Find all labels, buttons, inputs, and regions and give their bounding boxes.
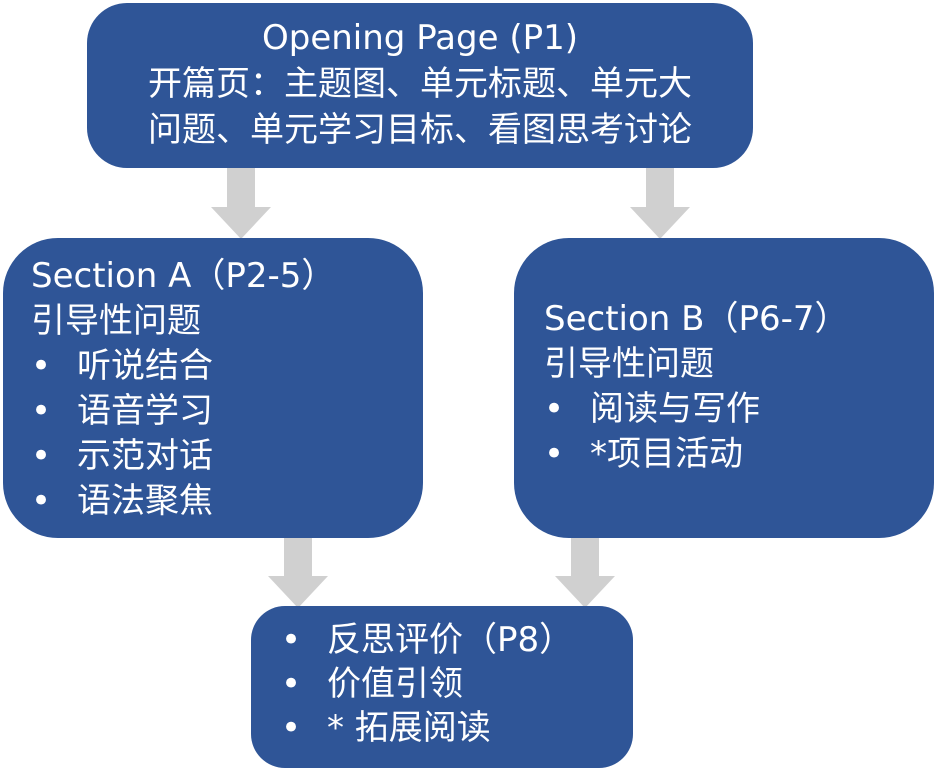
bullet-icon: • bbox=[31, 391, 52, 431]
list-item-label: 阅读与写作 bbox=[590, 389, 760, 429]
list-item: • 阅读与写作 bbox=[544, 387, 934, 432]
list-item-label: 价值引领 bbox=[327, 664, 463, 704]
summary-box: • 反思评价（P8） • 价值引领 • * 拓展阅读 bbox=[251, 606, 633, 768]
list-item: • * 拓展阅读 bbox=[281, 706, 633, 750]
list-item-label: 语音学习 bbox=[77, 391, 213, 431]
list-item-label: *项目活动 bbox=[590, 434, 743, 474]
list-item-label: 听说结合 bbox=[77, 346, 213, 386]
bullet-icon: • bbox=[544, 434, 565, 474]
section-b-box: Section B（P6-7） 引导性问题 • 阅读与写作 • *项目活动 bbox=[514, 238, 934, 538]
list-item-label: 示范对话 bbox=[77, 436, 213, 476]
bullet-icon: • bbox=[281, 664, 302, 704]
list-item-label: 反思评价（P8） bbox=[327, 620, 574, 660]
opening-page-box: Opening Page (P1) 开篇页：主题图、单元标题、单元大 问题、单元… bbox=[87, 3, 753, 168]
arrow-opening-to-section-a bbox=[211, 167, 271, 239]
bullet-icon: • bbox=[31, 346, 52, 386]
section-a-title: Section A（P2-5） bbox=[31, 256, 336, 296]
list-item: • 价值引领 bbox=[281, 662, 633, 706]
list-item: • 示范对话 bbox=[31, 434, 423, 479]
section-a-subtitle: 引导性问题 bbox=[31, 301, 201, 341]
arrow-section-a-to-summary bbox=[268, 536, 328, 608]
list-item: • 听说结合 bbox=[31, 344, 423, 389]
list-item: • 语音学习 bbox=[31, 389, 423, 434]
arrow-section-b-to-summary bbox=[555, 536, 615, 608]
arrow-opening-to-section-b bbox=[630, 167, 690, 239]
bullet-icon: • bbox=[281, 620, 302, 660]
list-item: • 反思评价（P8） bbox=[281, 618, 633, 662]
list-item: • *项目活动 bbox=[544, 432, 934, 477]
list-item-label: 语法聚焦 bbox=[77, 481, 213, 521]
list-item-label: * 拓展阅读 bbox=[327, 708, 491, 748]
bullet-icon: • bbox=[544, 389, 565, 429]
section-b-subtitle: 引导性问题 bbox=[544, 344, 714, 384]
list-item: • 语法聚焦 bbox=[31, 479, 423, 524]
section-b-title: Section B（P6-7） bbox=[544, 299, 849, 339]
bullet-icon: • bbox=[281, 708, 302, 748]
bullet-icon: • bbox=[31, 436, 52, 476]
opening-line-2: 开篇页：主题图、单元标题、单元大 bbox=[148, 64, 692, 104]
opening-line-3: 问题、单元学习目标、看图思考讨论 bbox=[148, 110, 692, 150]
section-a-box: Section A（P2-5） 引导性问题 •听说结合 •语音学习 •示范对话 … bbox=[3, 238, 423, 538]
bullet-icon: • bbox=[31, 481, 52, 521]
opening-title: Opening Page (P1) bbox=[262, 18, 578, 58]
